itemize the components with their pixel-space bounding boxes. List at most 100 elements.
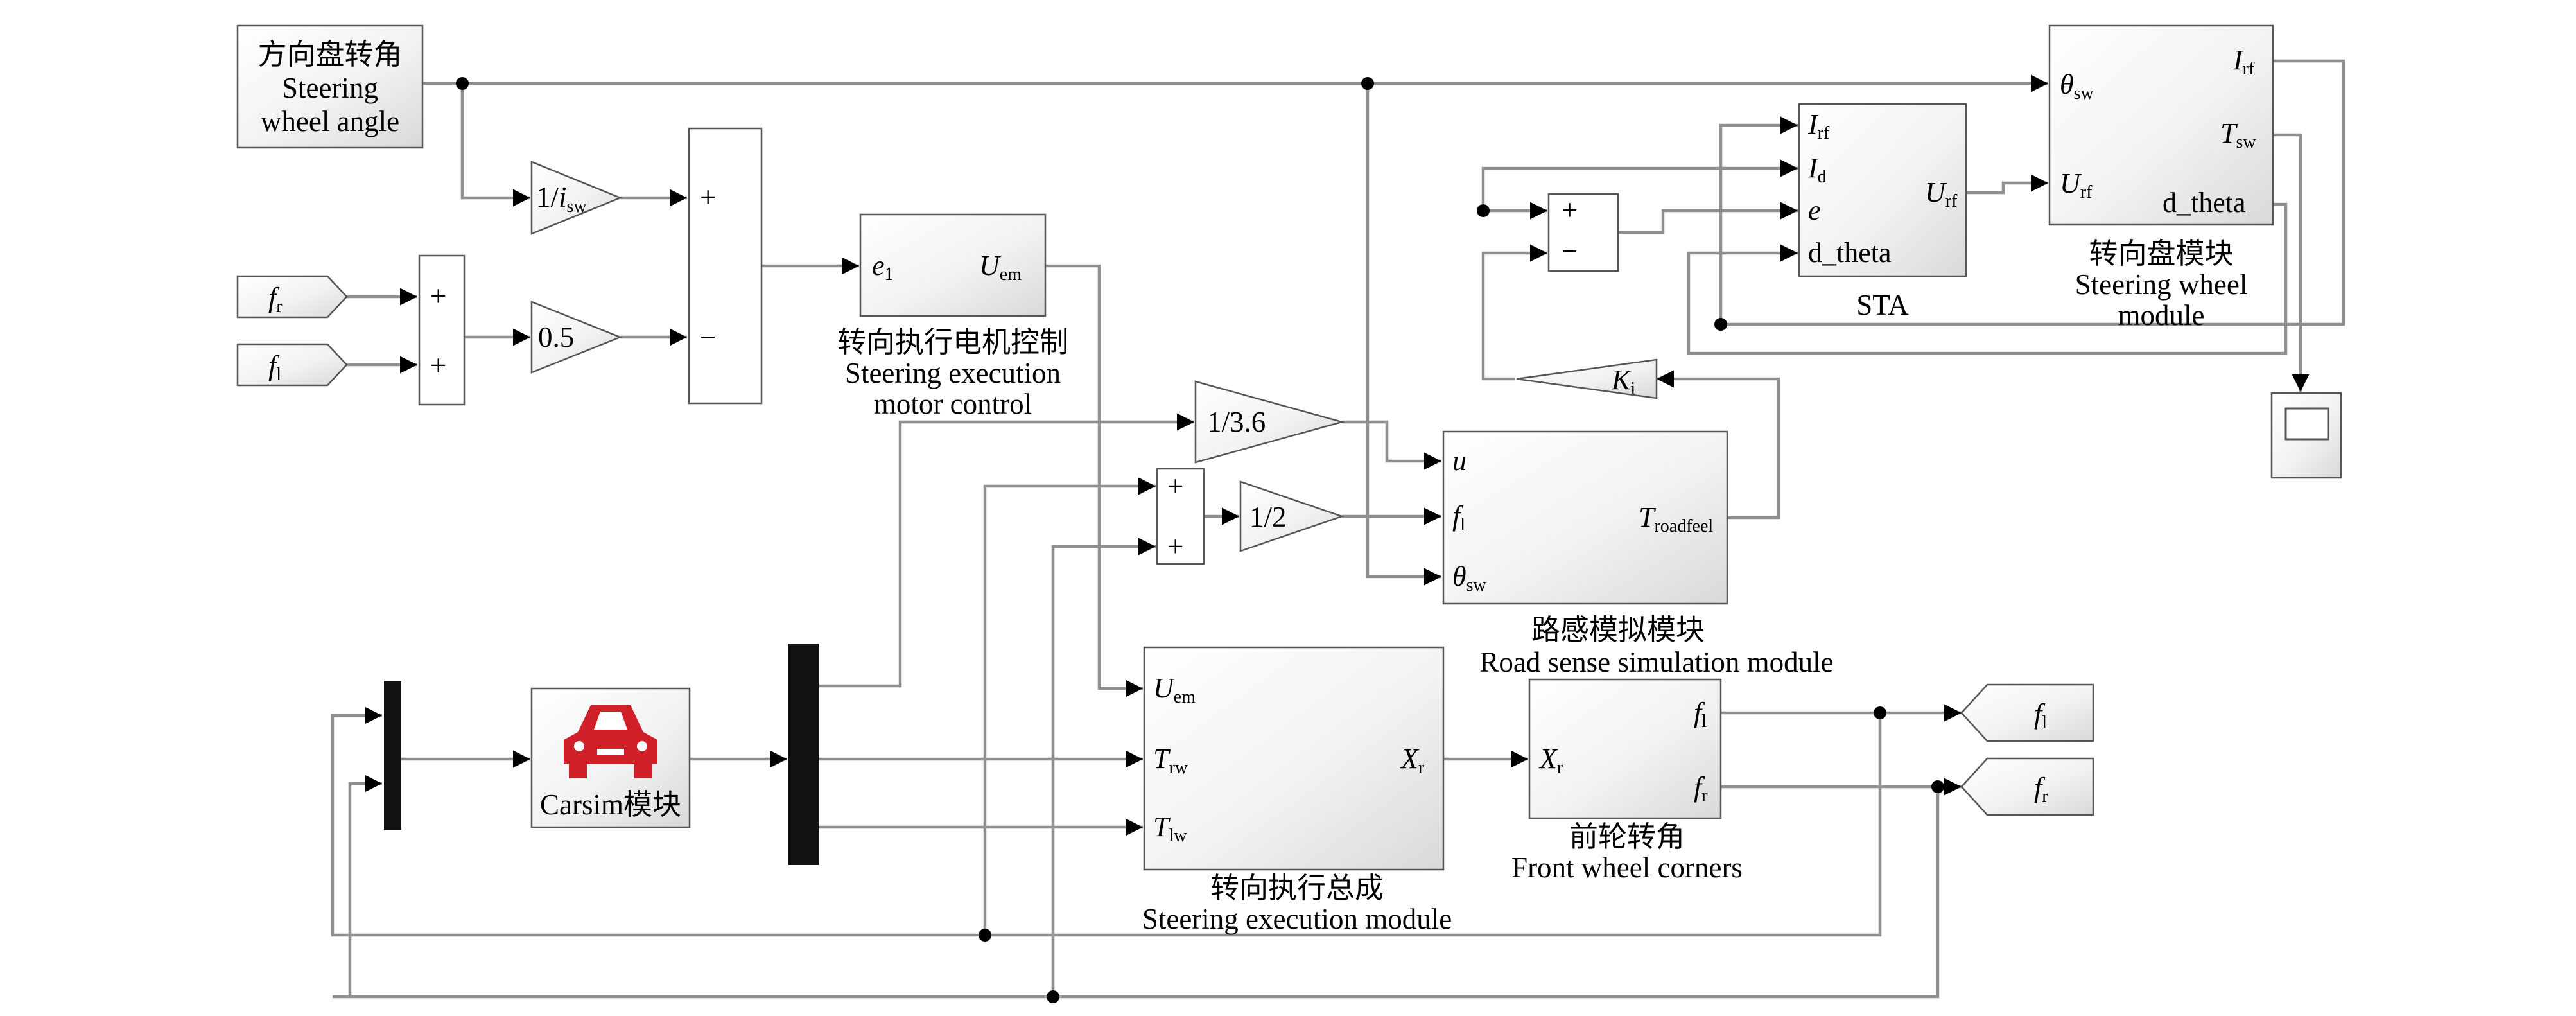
svg-text:Xr: Xr xyxy=(1400,743,1425,778)
swm-out1-sub: rf xyxy=(2243,59,2255,79)
output-port-fr[interactable]: fr xyxy=(1960,757,2094,816)
sem-zh: 转向执行总成 xyxy=(1210,872,1384,904)
swm-zh: 转向盘模块 xyxy=(2089,238,2233,270)
swm-out3: d_theta xyxy=(2163,187,2246,218)
svg-text:Irf: Irf xyxy=(1807,109,1830,143)
gain-half-block[interactable]: 1/2 xyxy=(1239,480,1345,552)
gain-isw-prefix: 1/ xyxy=(536,181,559,213)
steering-wheel-module-block[interactable]: θsw Urf Irf Tsw d_theta 转向盘模块 Steering w… xyxy=(2048,24,2274,331)
gain-05-block[interactable]: 0.5 xyxy=(530,301,623,374)
sum-main-block[interactable]: + − xyxy=(688,127,763,405)
sem-in1-var: U xyxy=(1153,672,1176,704)
gain-isw-sub: sw xyxy=(567,197,587,216)
swm-en2: module xyxy=(2118,299,2205,331)
output-port-fl[interactable]: fl xyxy=(1960,683,2094,742)
motor-control-en2: motor control xyxy=(874,388,1032,420)
sum-f-block[interactable]: + + xyxy=(418,254,466,406)
sum-mid-sign2: + xyxy=(1167,530,1183,563)
sem-out-var: X xyxy=(1400,743,1420,775)
road-sense-in-u: u xyxy=(1452,445,1466,477)
front-wheel-corners-block[interactable]: Xr fl fr 前轮转角 Front wheel corners xyxy=(1511,678,1743,884)
sem-in3-sub: lw xyxy=(1169,826,1187,846)
motor-control-en1: Steering execution xyxy=(845,357,1061,389)
steering-wheel-angle-zh: 方向盘转角 xyxy=(257,39,402,71)
svg-text:Urf: Urf xyxy=(1925,177,1958,211)
svg-text:Xr: Xr xyxy=(1538,743,1563,778)
steering-wheel-angle-block[interactable]: 方向盘转角 Steering wheel angle xyxy=(236,24,424,149)
gain-isw-block[interactable]: 1/isw xyxy=(530,161,623,235)
road-sense-zh: 路感模拟模块 xyxy=(1531,614,1705,646)
steering-wheel-angle-en1: Steering xyxy=(282,72,378,104)
motor-control-zh: 转向执行电机控制 xyxy=(837,326,1068,358)
steering-wheel-angle-en2: wheel angle xyxy=(261,105,399,137)
svg-text:Uem: Uem xyxy=(1153,672,1196,707)
svg-text:Troadfeel: Troadfeel xyxy=(1639,502,1713,536)
input-fr-sub: r xyxy=(276,297,283,317)
sum-main-minus: − xyxy=(700,321,716,353)
sum-mid-block[interactable]: + + xyxy=(1156,468,1205,565)
svg-text:e1: e1 xyxy=(872,250,894,285)
motor-in-var: e xyxy=(872,250,885,281)
sum-f-sign2: + xyxy=(430,349,446,381)
gain-36-block[interactable]: 1/3.6 xyxy=(1194,380,1345,464)
sum-sta-sign1: + xyxy=(1562,194,1578,226)
gain-05-label: 0.5 xyxy=(538,321,574,353)
motor-control-block[interactable]: e1 Uem 转向执行电机控制 Steering execution motor… xyxy=(837,213,1068,420)
sta-p2-var: I xyxy=(1807,152,1819,184)
fwc-out1-sub: l xyxy=(1701,712,1707,731)
gain-half-label: 1/2 xyxy=(1249,501,1287,533)
gain-36-label: 1/3.6 xyxy=(1207,406,1266,438)
road-sense-in3-sub: sw xyxy=(1466,575,1487,595)
swm-in1-sub: sw xyxy=(2074,83,2094,103)
swm-in2-var: U xyxy=(2060,168,2082,199)
steering-execution-module-block[interactable]: Uem Trw Tlw Xr 转向执行总成 Steering execution… xyxy=(1142,646,1452,935)
left-mux-bus[interactable] xyxy=(384,681,401,830)
svg-text:Urf: Urf xyxy=(2060,168,2093,202)
swm-in1-var: θ xyxy=(2060,69,2074,100)
svg-text:Tsw: Tsw xyxy=(2220,118,2256,152)
input-fl-sub: l xyxy=(276,365,281,385)
scope-screen-icon xyxy=(2284,407,2329,441)
sum-sta-block[interactable]: + − xyxy=(1547,193,1619,272)
sum-sta-sign2: − xyxy=(1562,235,1578,267)
svg-text:Tlw: Tlw xyxy=(1153,811,1187,846)
gain-ki-block[interactable]: Ki xyxy=(1516,358,1658,399)
car-icon xyxy=(564,705,657,778)
right-demux-bus[interactable] xyxy=(788,644,819,865)
swm-out2-var: T xyxy=(2220,118,2238,149)
sta-out-sub: rf xyxy=(1945,191,1958,211)
sta-out-var: U xyxy=(1925,177,1947,208)
sta-p1-sub: rf xyxy=(1818,123,1830,143)
carsim-module-block[interactable]: Carsim模块 xyxy=(530,687,691,828)
svg-text:Ki: Ki xyxy=(1611,364,1635,399)
svg-text:Irf: Irf xyxy=(2232,44,2255,79)
gain-isw-var: i xyxy=(559,181,567,213)
sem-out-sub: r xyxy=(1418,758,1425,778)
sum-mid-sign1: + xyxy=(1167,470,1183,502)
sem-in1-sub: em xyxy=(1174,687,1196,707)
road-sense-in3-var: θ xyxy=(1452,561,1466,592)
carsim-label: Carsim模块 xyxy=(540,789,681,821)
output-fr-sub: r xyxy=(2042,787,2048,807)
fwc-in-sub: r xyxy=(1557,758,1563,778)
input-port-fr[interactable]: fr xyxy=(236,275,348,319)
svg-text:Uem: Uem xyxy=(979,250,1022,285)
sta-caption: STA xyxy=(1856,289,1909,321)
sta-p1-var: I xyxy=(1807,109,1819,140)
fwc-en: Front wheel corners xyxy=(1511,852,1743,884)
scope-block[interactable] xyxy=(2270,392,2342,479)
fwc-out2-sub: r xyxy=(1701,786,1708,806)
sum-f-sign1: + xyxy=(430,280,446,312)
svg-text:1/isw: 1/isw xyxy=(536,181,587,216)
sem-in2-var: T xyxy=(1153,743,1171,775)
swm-in2-sub: rf xyxy=(2080,182,2093,202)
road-sense-in2-sub: l xyxy=(1460,515,1465,535)
road-sense-en: Road sense simulation module xyxy=(1479,646,1833,678)
road-sense-module-block[interactable]: u fl θsw Troadfeel 路感模拟模块 Road sense sim… xyxy=(1442,430,1834,678)
sta-block[interactable]: Irf Id e d_theta Urf STA xyxy=(1798,103,1967,321)
swm-en1: Steering wheel xyxy=(2075,268,2248,301)
svg-text:Trw: Trw xyxy=(1153,743,1188,778)
sta-p4: d_theta xyxy=(1808,237,1892,268)
input-port-fl[interactable]: fl xyxy=(236,343,348,387)
